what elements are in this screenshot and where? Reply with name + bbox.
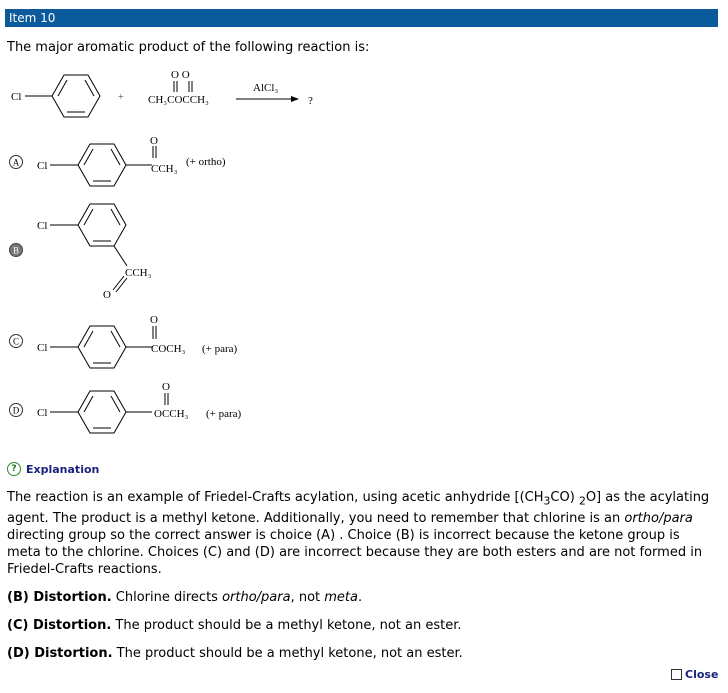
distortion-c: (C) Distortion. The product should be a …: [7, 617, 715, 634]
choice-c-oxygen: O: [150, 314, 158, 326]
choice-c-cl: Cl: [37, 342, 47, 354]
choice-b-group: CCH₃: [125, 267, 152, 279]
reagent-formula: CH₃COCCH₃: [148, 94, 209, 106]
choice-a-note: (+ ortho): [186, 156, 226, 168]
choice-d-group: OCCH₃: [154, 408, 189, 420]
close-button[interactable]: Close: [671, 668, 718, 681]
close-label: Close: [685, 668, 719, 681]
reagent-acetic-anhydride: O O CH₃COCCH₃: [148, 69, 209, 106]
reactant-chlorobenzene: Cl: [11, 74, 101, 118]
choice-b-cl: Cl: [37, 220, 47, 232]
choice-d-letter: D: [13, 406, 20, 416]
expl-sub: 3: [543, 494, 551, 508]
product-unknown: ?: [308, 95, 313, 107]
plus-sign: +: [118, 92, 124, 103]
distortion-b-label: (B) Distortion.: [7, 589, 112, 605]
distortion-d-label: (D) Distortion.: [7, 645, 113, 661]
choice-c-letter: C: [13, 337, 19, 347]
expl-emphasis: ortho/para: [222, 589, 291, 605]
expl-sub: 2: [578, 494, 586, 508]
choice-a-oxygen: O: [150, 135, 158, 147]
expl-emphasis: ortho/para: [624, 510, 693, 526]
choice-b-badge[interactable]: [9, 243, 23, 257]
choice-c[interactable]: C Cl O COCH₃ (+ para): [9, 314, 238, 369]
explanation-body: The reaction is an example of Friedel-Cr…: [7, 489, 715, 673]
choice-b[interactable]: B Cl CCH₃ O: [9, 203, 152, 301]
choice-b-oxygen: O: [103, 289, 111, 301]
choice-d-oxygen: O: [162, 381, 170, 393]
reagent-oxygens: O O: [171, 69, 190, 81]
expl-text: The product should be a methyl ketone, n…: [112, 645, 463, 661]
catalyst-label: AlCl₃: [253, 82, 278, 94]
distortion-d: (D) Distortion. The product should be a …: [7, 645, 715, 662]
choice-d[interactable]: D Cl O OCCH₃ (+ para): [9, 381, 242, 434]
choice-d-badge[interactable]: [9, 403, 23, 417]
choice-c-group: COCH₃: [151, 343, 186, 355]
expl-text: O] as the acylating agent. The product i…: [7, 490, 710, 526]
expl-text: .: [358, 589, 363, 605]
choice-c-note: (+ para): [202, 343, 238, 355]
item-header: Item 10: [5, 9, 718, 27]
expl-text: The product should be a methyl ketone, n…: [111, 617, 462, 633]
item-title: Item 10: [9, 11, 56, 25]
choice-d-cl: Cl: [37, 407, 47, 419]
distortion-c-label: (C) Distortion.: [7, 617, 112, 633]
distortion-b: (B) Distortion. Chlorine directs ortho/p…: [7, 589, 715, 606]
choice-b-letter: B: [13, 246, 19, 256]
explanation-heading: Explanation: [26, 462, 100, 476]
question-text: The major aromatic product of the follow…: [7, 40, 370, 55]
reactant-cl-label: Cl: [11, 91, 21, 103]
choice-a-group: CCH₃: [151, 163, 178, 175]
expl-text: CO): [550, 490, 579, 505]
close-checkbox-icon: [671, 669, 682, 680]
question-circle-icon: ?: [7, 462, 21, 476]
choice-a-letter: A: [13, 158, 20, 168]
reaction-figure: Cl + O O CH₃COCCH₃ AlCl₃ ? A Cl O CCH₃ (…: [9, 69, 313, 434]
explanation-paragraph: The reaction is an example of Friedel-Cr…: [7, 489, 715, 578]
expl-text: directing group so the correct answer is…: [7, 527, 703, 577]
choice-a-cl: Cl: [37, 160, 47, 172]
choice-a-badge[interactable]: [9, 155, 23, 169]
expl-emphasis: meta: [324, 589, 358, 605]
choice-a[interactable]: A Cl O CCH₃ (+ ortho): [9, 135, 226, 187]
choice-c-badge[interactable]: [9, 334, 23, 348]
expl-text: The reaction is an example of Friedel-Cr…: [7, 490, 544, 505]
expl-text: Chlorine directs: [111, 589, 223, 605]
explanation-toggle[interactable]: ? Explanation: [7, 462, 99, 476]
choice-d-note: (+ para): [206, 408, 242, 420]
expl-text: , not: [290, 589, 325, 605]
